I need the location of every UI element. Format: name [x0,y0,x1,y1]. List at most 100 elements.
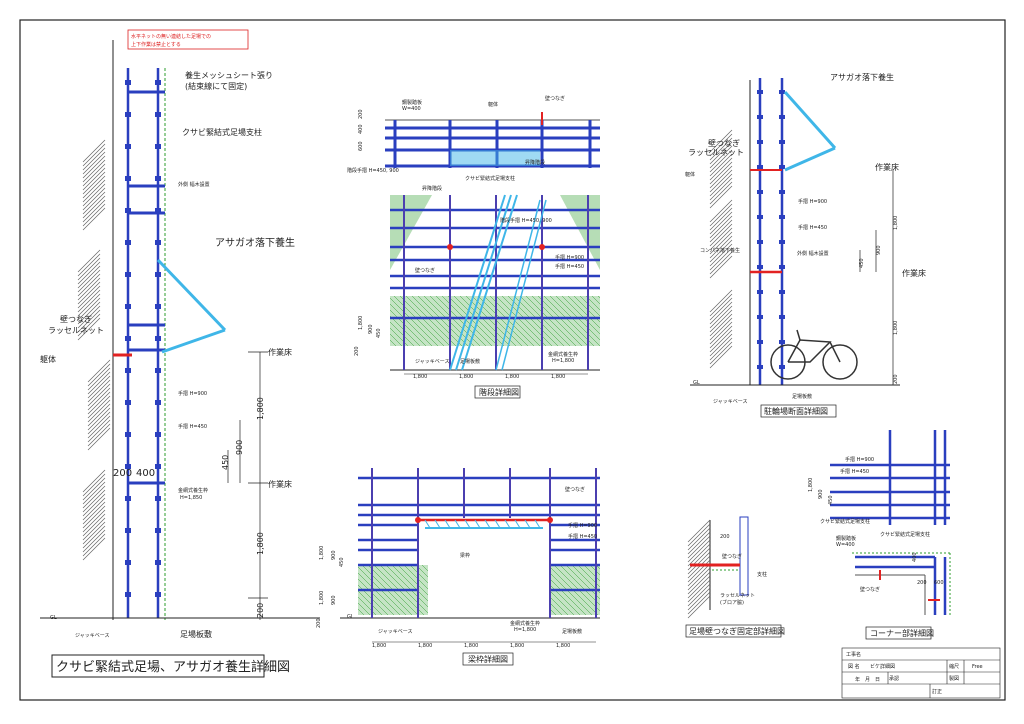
corner-rail900: 手摺 H=900 [845,456,874,463]
wall-hatch [77,273,101,297]
bicycle-hatch [709,161,733,185]
beam-jack: ジャッキベース [378,629,413,635]
wall-hatch [82,477,106,501]
bicycle-title: 駐輪場断面詳細図 [764,406,828,416]
beam-net-left-mesh [357,602,371,616]
beam-net-right-mesh [549,572,593,616]
bicycle-frame [796,329,801,341]
tie-post-tube [739,516,749,596]
corner-dim-600: 600 [934,580,944,586]
wall-hatch [82,171,106,195]
wedge-joint [155,304,161,309]
stair-net-mesh [459,295,511,347]
stair-span-2: 1,800 [459,374,473,380]
gl-label: GL [50,615,57,621]
beam-net-left-mesh [357,572,401,616]
wedge-joint [125,80,131,85]
tb-drawing-name: ビケ詳細図 [870,663,895,670]
stair-elev-net-frame: 金網式養生枠 [548,351,578,358]
wedge-joint [779,240,785,244]
stair-rail [501,199,547,371]
beam-net-left-mesh [357,608,365,616]
body-label: 躯体 [40,354,56,364]
dim-1800-lower: 1,800 [256,532,265,555]
bicycle-hatch [709,321,733,345]
bicycle-hatch [709,325,733,349]
wedge-joint [779,340,785,344]
warning-note-box [127,29,249,50]
stair-elev-jack: ジャッキベース [415,359,450,365]
stair-net-right [560,195,600,270]
wall-hatch [82,191,106,215]
wedge-joint [779,190,785,194]
wedge-joint [155,208,161,213]
bicycle-hatch [709,341,733,365]
wall-hatch [87,403,111,427]
stair-net-mesh [567,295,601,329]
beam-web [444,519,451,529]
tie-net-sub: (ブロア脇) [720,599,744,606]
stair-stringer [449,194,506,371]
corner-title: コーナー部詳細図 [870,628,934,638]
wall-hatch [82,203,106,227]
beam-net-right-mesh [549,596,569,616]
beam-span-3: 1,800 [464,643,478,649]
wall-hatch [87,383,111,407]
tie-hatch [687,535,711,559]
bicycle-body: 躯体 [685,171,695,178]
stair-span-1: 1,800 [413,374,427,380]
wedge-joint [757,165,763,169]
bicycle-hatch [709,145,733,169]
wall-hatch [77,317,101,341]
stair-net-mesh [411,295,463,347]
warning-note-line2: 上下作業は禁止とする [131,41,181,48]
beam-span-1: 1,800 [372,643,386,649]
wall-hatch [82,159,106,183]
beam-title-box [462,652,514,666]
stair-net-mesh [597,295,601,299]
stair-net-left [390,195,432,270]
wall-hatch [77,305,101,329]
corner-tread-w: W=400 [836,542,855,548]
tie-hatch [687,591,711,615]
wall-hatch [82,469,106,493]
tie-title-box [685,624,782,638]
wedge-joint [155,592,161,597]
wall-hatch [77,309,101,333]
beam-label: 梁枠 [460,552,470,559]
stair-net-mesh [495,295,547,347]
wedge-joint [779,365,785,369]
stair-stringer [461,194,518,371]
wall-hatch [82,497,106,521]
wedge-joint [125,112,131,117]
beam-web [484,519,491,529]
plan-stair [450,150,540,166]
stair-wall-tie [447,244,453,250]
width-400-label: 400 [136,468,155,479]
stair-net-mesh [447,295,499,347]
post-label: クサビ緊結式足場支柱 [182,127,262,137]
bicycle-wheel [822,344,858,380]
beam-web [504,519,511,529]
beam-net-frame: 金網式養生枠 [510,620,540,627]
wedge-joint [125,176,131,181]
stair-plan-rail: 階段手摺 H=450, 900 [347,167,399,174]
bicycle-asagao [783,91,837,149]
bicycle-hatch [709,293,733,317]
wall-hatch [82,139,106,163]
stair-net-mesh [519,295,571,347]
beam-web [464,519,471,529]
stair-elev-plank: 足場板敷 [460,358,480,365]
tie-wall-tie: 壁つなぎ [722,553,742,560]
bicycle-rail450: 手摺 H=450 [798,224,827,231]
dim-floor-lower: 作業床 [268,479,292,489]
stair-elev-rail: 階段手摺 H=450, 900 [500,217,552,224]
bicycle-wall-tie: 壁つなぎ [708,138,740,148]
beam-span-2: 1,800 [418,643,432,649]
stair-elev-stair: 昇降階段 [422,185,442,192]
wall-hatch [77,269,101,293]
beam-span-5: 1,800 [556,643,570,649]
stair-net-mesh [531,295,583,347]
bicycle-hatch [709,231,733,255]
wall-hatch [82,521,106,545]
